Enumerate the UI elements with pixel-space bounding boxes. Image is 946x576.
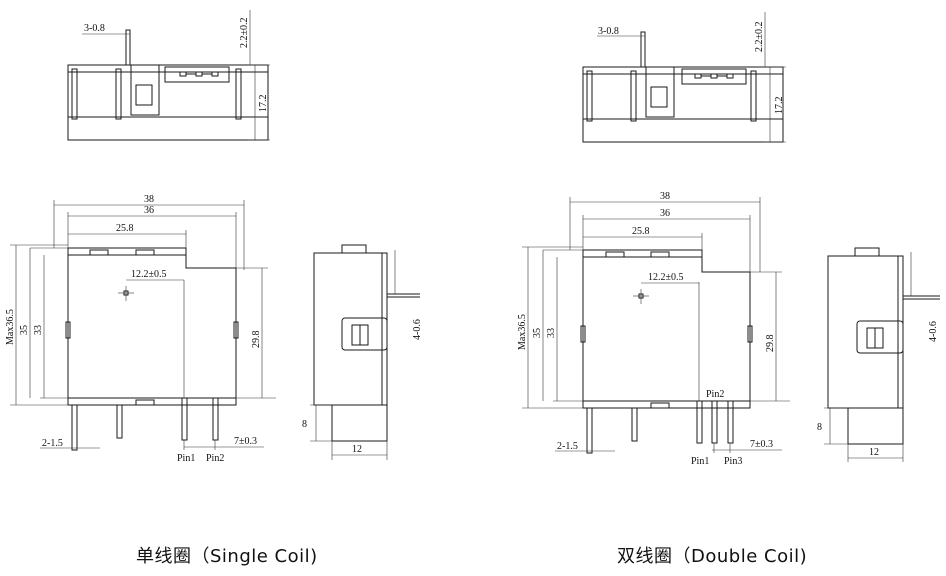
single-height-29-label: 29.8 xyxy=(251,331,262,349)
single-top-view: 3-0.8 2.2±0.2 17.2 xyxy=(67,10,270,141)
double-top-pitch-label: 3-0.8 xyxy=(598,26,619,37)
double-pin3-label: Pin3 xyxy=(724,456,742,467)
double-top-body xyxy=(582,66,784,143)
single-side-12-label: 12 xyxy=(352,444,362,455)
double-side-view: 4-0.6 8 12 xyxy=(817,247,940,462)
double-front-pin-left xyxy=(586,407,593,454)
double-side-pin-label: 4-0.6 xyxy=(928,321,939,342)
double-front-view: 12.2±0.5 38 36 25.8 Max36.5 35 33 29.8 2… xyxy=(517,191,790,467)
double-width-36-label: 36 xyxy=(660,208,670,219)
double-top-height-label: 17.2 xyxy=(774,97,785,115)
single-top-pitch-label: 3-0.8 xyxy=(84,23,105,34)
double-pin-spacing-label: 7±0.3 xyxy=(750,439,773,450)
double-max-height-label: Max36.5 xyxy=(517,314,528,350)
double-front-pin3 xyxy=(727,400,734,444)
single-front-pin-left xyxy=(71,404,78,451)
single-side-8-label: 8 xyxy=(302,419,307,430)
single-pin1-label: Pin1 xyxy=(177,453,195,464)
single-height-33-label: 33 xyxy=(33,325,44,335)
single-top-height-label: 17.2 xyxy=(258,95,269,113)
single-side-body xyxy=(313,252,388,406)
single-max-height-label: Max36.5 xyxy=(5,309,16,345)
single-side-view: 4-0.6 8 12 xyxy=(302,244,423,460)
double-front-pin2 xyxy=(711,400,718,444)
single-top-connector xyxy=(164,66,230,83)
double-pin-width-label: 2-1.5 xyxy=(557,441,578,452)
single-width-38-label: 38 xyxy=(144,194,154,205)
double-side-12-label: 12 xyxy=(869,447,879,458)
single-side-pin-label: 4-0.6 xyxy=(412,319,423,340)
double-width-25-label: 25.8 xyxy=(632,226,650,237)
double-pin2-label: Pin2 xyxy=(706,389,724,400)
double-top-tab xyxy=(640,31,646,68)
double-width-38-label: 38 xyxy=(660,191,670,202)
double-height-33-label: 33 xyxy=(546,328,557,338)
double-height-35-label: 35 xyxy=(532,328,543,338)
single-front-view: 12.2±0.5 38 36 25.8 Max36.5 35 33 29.8 2… xyxy=(5,194,276,464)
single-center-offset-label: 12.2±0.5 xyxy=(131,269,167,280)
single-top-tab-height-label: 2.2±0.2 xyxy=(239,18,250,49)
double-side-body xyxy=(827,255,904,409)
single-pin-spacing-label: 7±0.3 xyxy=(234,436,257,447)
single-top-tab xyxy=(125,29,131,66)
single-coil-caption: 单线圈（Single Coil) xyxy=(136,546,318,567)
double-pin1-label: Pin1 xyxy=(691,456,709,467)
double-top-view: 3-0.8 2.2±0.2 17.2 xyxy=(582,12,786,143)
double-coil-caption: 双线圈（Double Coil) xyxy=(617,546,808,567)
single-top-body xyxy=(67,64,269,141)
single-width-36-label: 36 xyxy=(144,205,154,216)
double-center-offset-label: 12.2±0.5 xyxy=(648,272,684,283)
single-front-pin1 xyxy=(181,397,188,441)
single-front-pin2 xyxy=(212,397,219,441)
double-top-tab-height-label: 2.2±0.2 xyxy=(754,22,765,53)
double-front-pin1 xyxy=(696,400,703,444)
double-height-29-label: 29.8 xyxy=(765,335,776,353)
single-pin2-label: Pin2 xyxy=(206,453,224,464)
single-pin-width-label: 2-1.5 xyxy=(42,438,63,449)
single-width-25-label: 25.8 xyxy=(116,223,134,234)
double-top-connector xyxy=(681,68,747,85)
single-height-35-label: 35 xyxy=(19,325,30,335)
double-side-8-label: 8 xyxy=(817,422,822,433)
